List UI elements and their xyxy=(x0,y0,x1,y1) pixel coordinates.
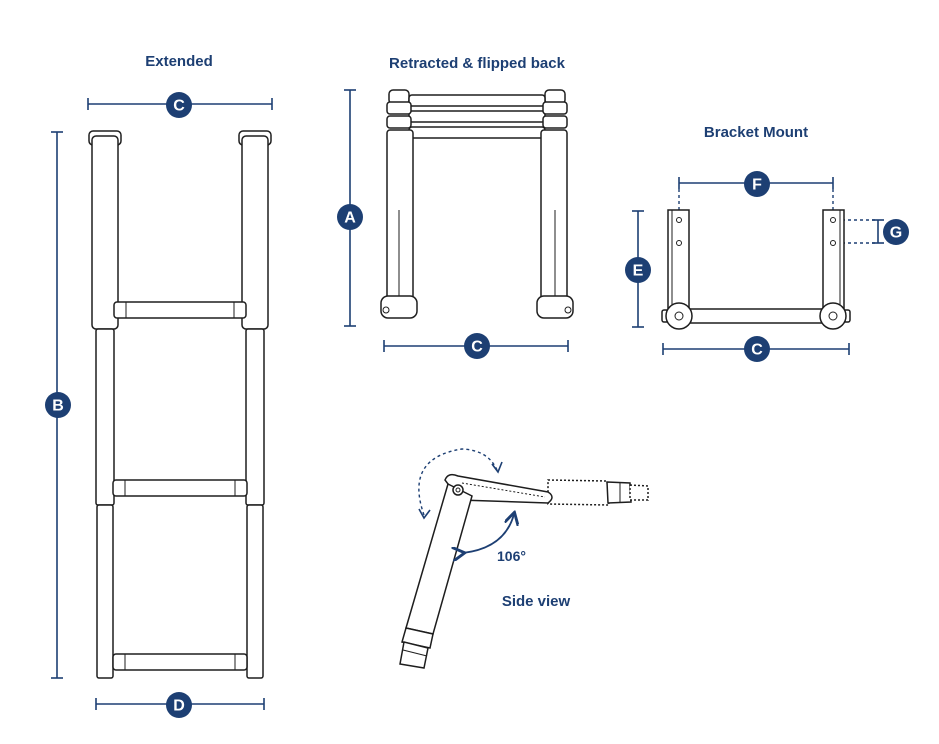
bracket-right-plate xyxy=(822,209,845,313)
step-2 xyxy=(112,479,248,497)
title-side-view: Side view xyxy=(502,593,571,610)
svg-text:G: G xyxy=(890,225,902,242)
label-e: E xyxy=(625,257,651,283)
side-view: 106° xyxy=(399,448,649,669)
label-c-retracted: C xyxy=(464,333,490,359)
bracket-crossbar xyxy=(687,308,825,324)
label-f: F xyxy=(744,171,770,197)
dimension-d: D xyxy=(95,692,265,718)
dimension-a: A xyxy=(337,89,363,327)
step-1 xyxy=(113,301,247,319)
svg-text:E: E xyxy=(633,263,644,280)
retracted-ladder: A C xyxy=(337,89,574,359)
side-view-pivot xyxy=(452,484,464,496)
retracted-step-1 xyxy=(408,94,546,107)
bracket-left-roller xyxy=(661,302,693,330)
side-view-leg xyxy=(399,482,473,669)
right-rail xyxy=(238,130,272,679)
label-d: D xyxy=(166,692,192,718)
label-c-bracket: C xyxy=(744,336,770,362)
svg-text:C: C xyxy=(173,98,185,115)
dimension-c-top: C xyxy=(87,92,273,118)
bracket-mount: F E G C xyxy=(625,171,909,362)
label-g: G xyxy=(883,219,909,245)
svg-text:F: F xyxy=(752,177,762,194)
left-rail xyxy=(88,130,122,679)
step-3 xyxy=(112,653,248,671)
label-b: B xyxy=(45,392,71,418)
svg-text:C: C xyxy=(471,339,483,356)
retracted-right-rail xyxy=(536,101,574,319)
bracket-left-plate xyxy=(667,209,690,313)
svg-text:C: C xyxy=(751,342,763,359)
angle-arc xyxy=(463,514,514,553)
side-view-arm xyxy=(547,479,649,506)
title-extended: Extended xyxy=(145,53,213,70)
retracted-left-rail xyxy=(380,101,418,319)
rotation-arc xyxy=(418,448,498,516)
bracket-right-roller xyxy=(819,302,851,330)
dimension-c-retracted: C xyxy=(383,333,569,359)
dimension-b: B xyxy=(45,131,71,679)
label-a: A xyxy=(337,204,363,230)
extended-ladder: C B D xyxy=(45,92,273,718)
retracted-step-2 xyxy=(408,110,546,123)
dimension-e: E xyxy=(625,210,651,328)
title-bracket-mount: Bracket Mount xyxy=(704,124,808,141)
svg-text:D: D xyxy=(173,698,185,715)
svg-text:A: A xyxy=(344,210,356,227)
svg-text:B: B xyxy=(52,398,64,415)
title-retracted: Retracted & flipped back xyxy=(389,55,566,72)
dimension-g: G xyxy=(836,219,909,245)
retracted-step-3 xyxy=(408,126,546,139)
dimension-f: F xyxy=(678,171,834,212)
label-c-extended: C xyxy=(166,92,192,118)
dimension-c-bracket: C xyxy=(662,336,850,362)
angle-label: 106° xyxy=(497,548,526,564)
